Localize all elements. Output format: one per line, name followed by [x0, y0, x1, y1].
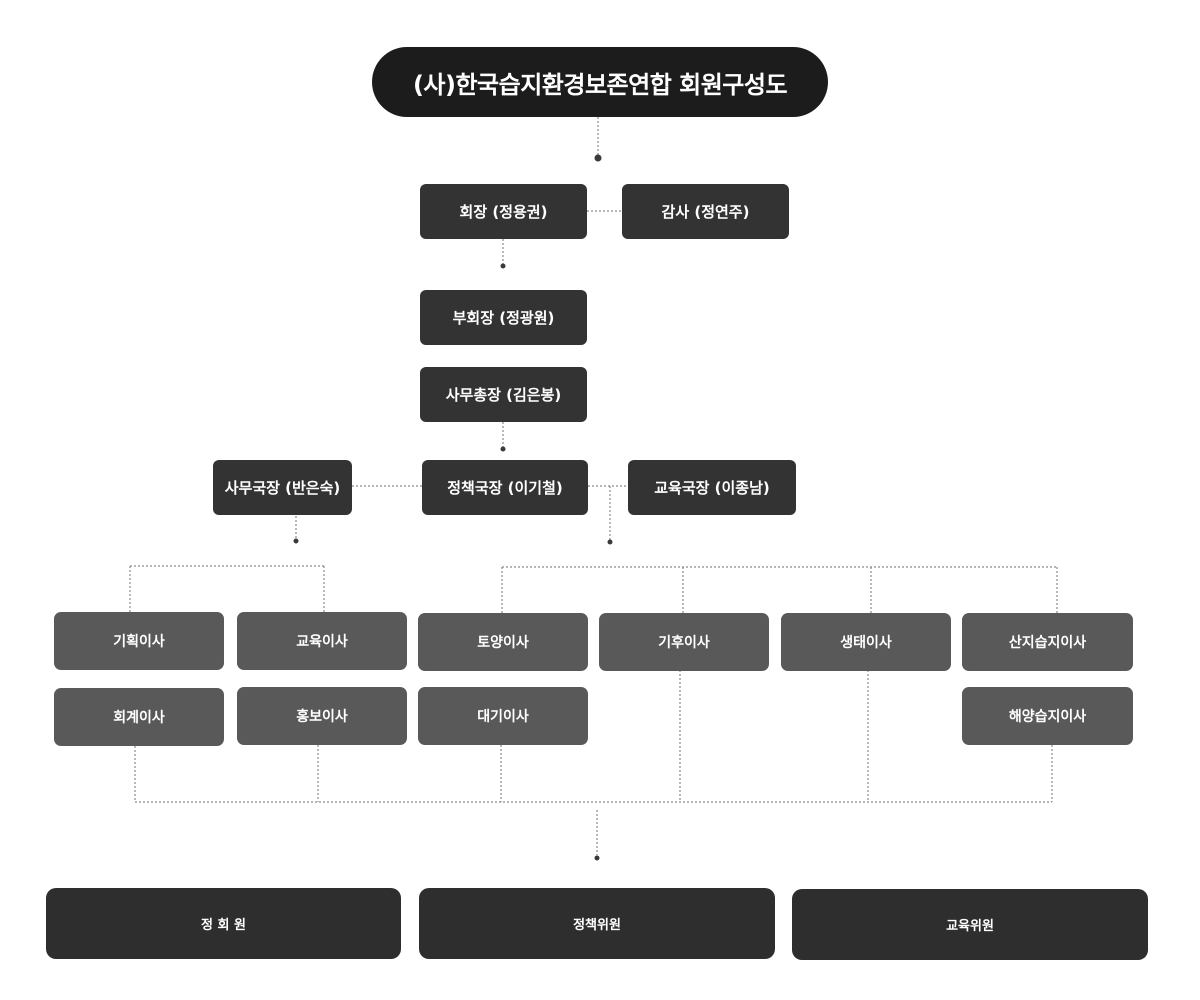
director-ecology: 생태이사	[781, 613, 951, 671]
director-planning: 기획이사	[54, 612, 224, 670]
director-soil: 토양이사	[418, 613, 588, 671]
president-box: 회장 (정용권)	[420, 184, 587, 239]
member-education: 교육위원	[792, 889, 1148, 960]
member-regular: 정 회 원	[46, 888, 401, 959]
secretary-general-box: 사무총장 (김은봉)	[420, 367, 587, 422]
director-atmosphere: 대기이사	[418, 687, 588, 745]
page-title: (사)한국습지환경보존연합 회원구성도	[372, 47, 828, 117]
director-education: 교육이사	[237, 612, 407, 670]
office-director-box: 사무국장 (반은숙)	[213, 460, 352, 515]
auditor-box: 감사 (정연주)	[622, 184, 789, 239]
director-mountain-wetland: 산지습지이사	[962, 613, 1133, 671]
director-publicity: 홍보이사	[237, 687, 407, 745]
director-accounting: 회계이사	[54, 688, 224, 746]
director-climate: 기후이사	[599, 613, 769, 671]
member-policy: 정책위원	[419, 888, 775, 959]
education-director-box: 교육국장 (이종남)	[628, 460, 796, 515]
policy-director-box: 정책국장 (이기철)	[422, 460, 588, 515]
director-marine-wetland: 해양습지이사	[962, 687, 1133, 745]
vice-president-box: 부회장 (정광원)	[420, 290, 587, 345]
